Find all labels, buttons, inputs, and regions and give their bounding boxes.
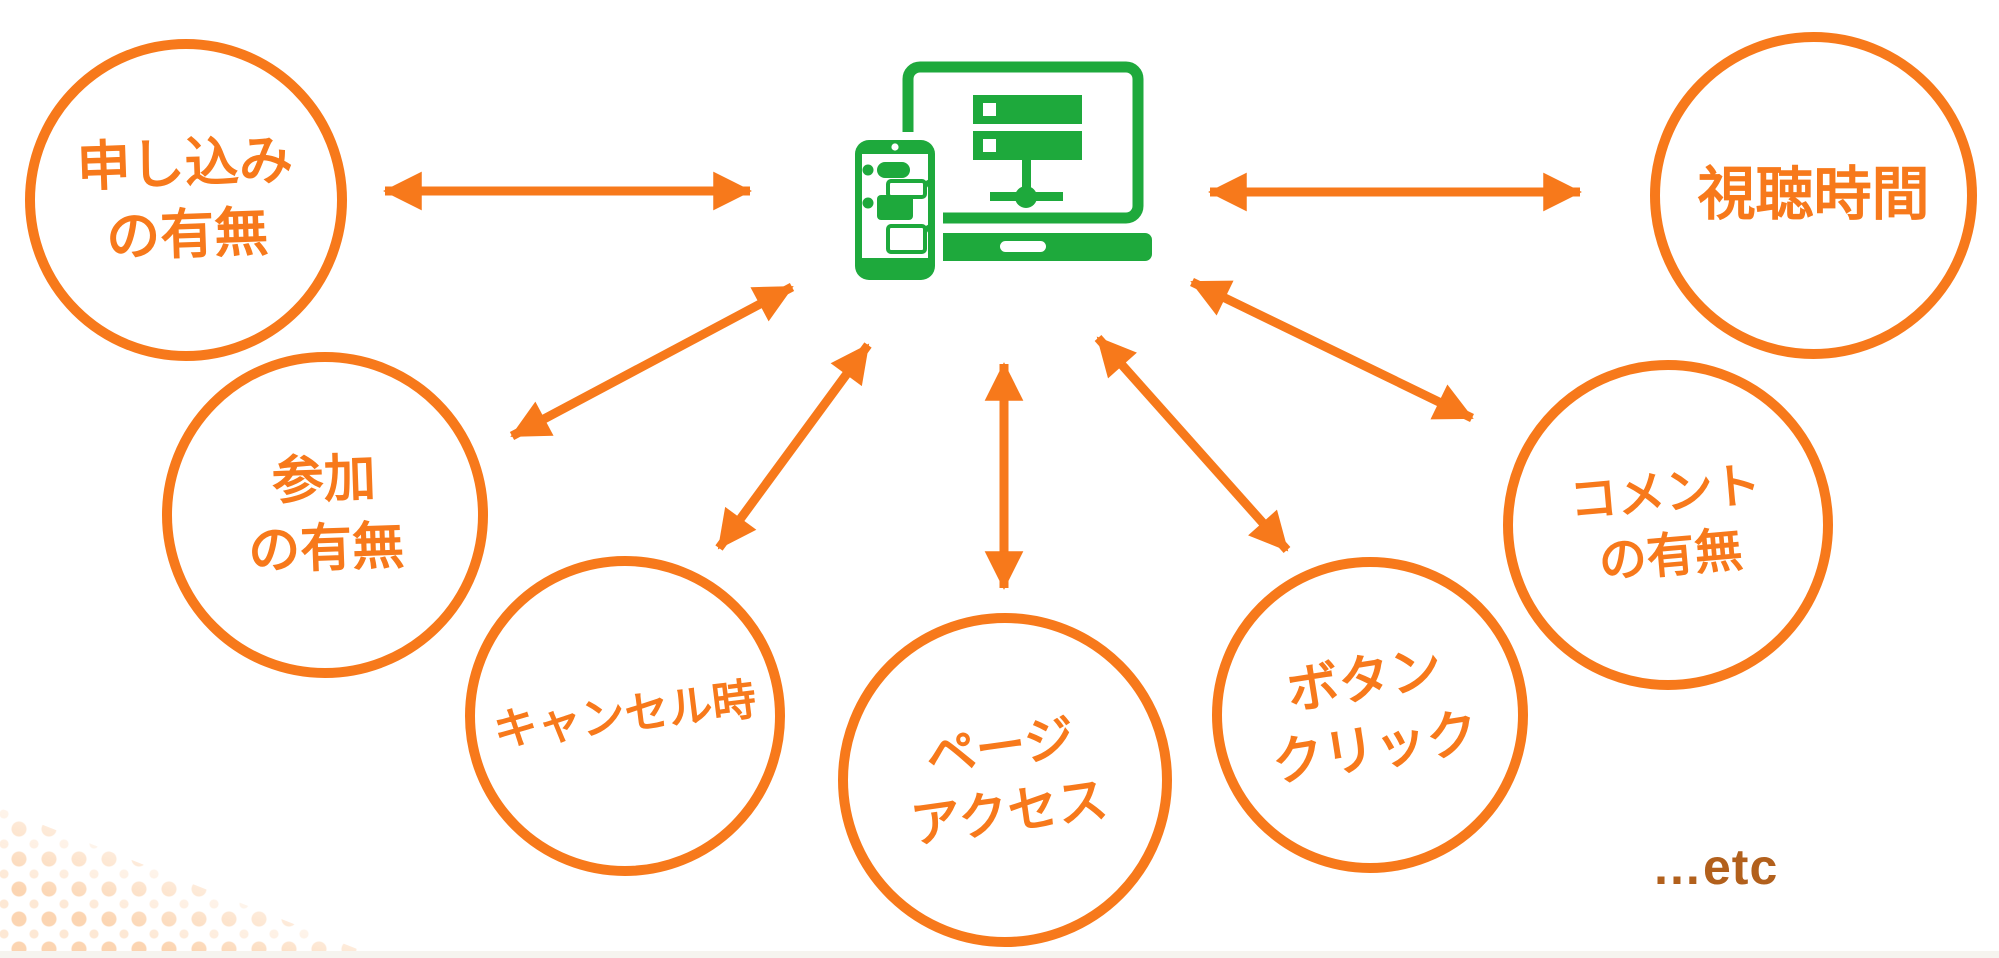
etc-label: …etc (1652, 839, 1779, 895)
node-label-line: キャンセル時 (490, 675, 759, 756)
node-watch-time: 視聴時間 (1650, 32, 1977, 359)
node-button-click: ボタン クリック (1212, 557, 1528, 873)
arrow-center-button-click (1094, 335, 1291, 553)
arrow-cancellation-center (715, 342, 872, 551)
node-comments: コメント の有無 (1503, 360, 1833, 690)
node-label-line: の有無 (105, 202, 270, 268)
node-participation: 参加 の有無 (162, 352, 488, 678)
laptop-server-and-smartphone-chat-icon (847, 61, 1152, 288)
node-cancellation: キャンセル時 (465, 556, 785, 876)
node-application: 申し込み の有無 (25, 39, 347, 361)
node-label-line: 視聴時間 (1697, 162, 1930, 228)
node-label-line: 申し込み (75, 130, 294, 198)
node-page-access: ページ アクセス (838, 613, 1172, 947)
node-label-line: 参加 (270, 449, 377, 512)
halftone-dots-decoration (0, 808, 380, 958)
arrow-center-comments (1190, 277, 1474, 423)
node-label-line: の有無 (247, 517, 406, 581)
page-bottom-edge (0, 951, 1999, 958)
arrow-participation-center (509, 283, 795, 440)
